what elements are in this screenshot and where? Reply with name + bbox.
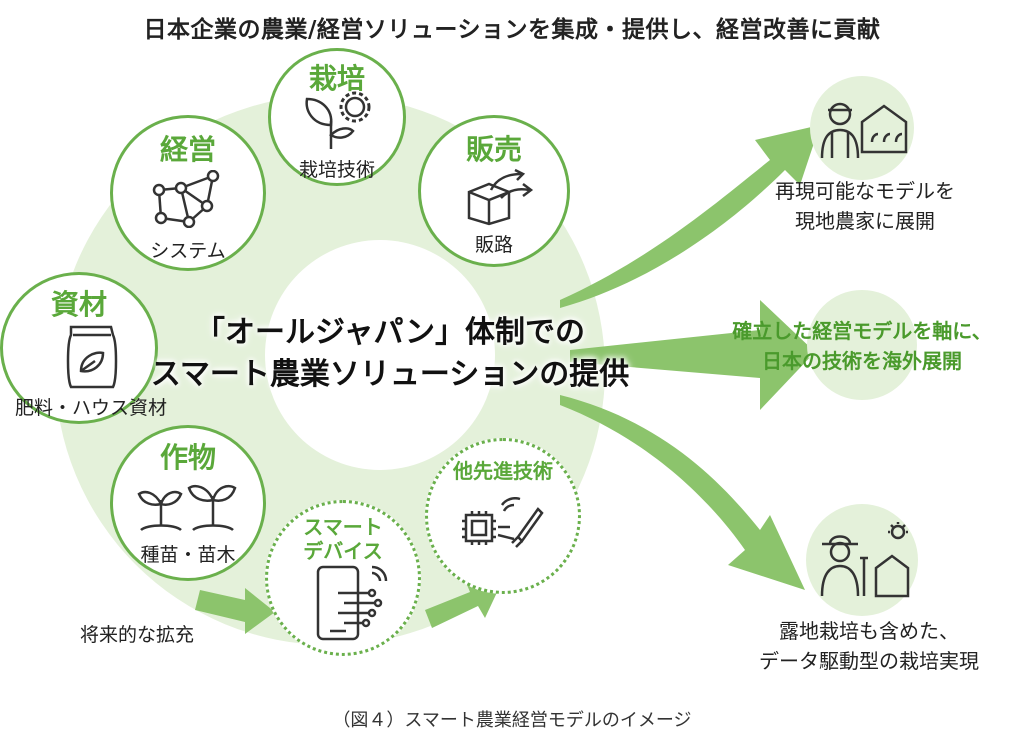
box-arrow-icon <box>467 168 534 226</box>
node-crops: 作物 種苗・苗木 <box>110 425 266 581</box>
node-other-tech-title: 他先進技術 <box>453 459 553 483</box>
figure-caption: （図４）スマート農業経営モデルのイメージ <box>332 710 692 731</box>
node-sales-sub: 販路 <box>474 234 513 256</box>
arrow-upper <box>560 125 820 308</box>
outcome-1: 再現可能なモデルを 現地農家に展開 <box>740 176 990 236</box>
node-materials-title: 資材 <box>50 288 107 321</box>
smartphone-circuit-icon <box>316 565 388 641</box>
outcome-1-line1: 再現可能なモデルを <box>775 179 955 203</box>
center-line2: スマート農業ソリューションの提供 <box>150 357 630 392</box>
node-management: 経営 システム <box>110 115 266 271</box>
outcome-3-line1: 露地栽培も含めた、 <box>779 619 959 643</box>
node-other-tech: 他先進技術 <box>425 438 581 594</box>
plant-gear-icon <box>305 91 371 149</box>
center-line1: 「オールジャパン」体制での <box>195 315 585 350</box>
node-management-title: 経営 <box>159 133 216 166</box>
arrow-lower <box>560 395 805 590</box>
node-cultivation-title: 栽培 <box>308 62 365 95</box>
diagram-title: 日本企業の農業/経営ソリューションを集成・提供し、経営改善に貢献 <box>143 17 881 43</box>
center-message: 「オールジャパン」体制での スマート農業ソリューションの提供 <box>130 312 650 396</box>
node-smart-device-title2: デバイス <box>303 539 383 563</box>
future-label: 将来的な拡充 <box>80 624 195 646</box>
outcome-2-line1: 確立した経営モデルを軸に、 <box>732 319 992 343</box>
node-materials-sub: 肥料・ハウス資材 <box>15 397 168 419</box>
arrow-middle <box>570 300 815 410</box>
node-sales-title: 販売 <box>465 133 522 166</box>
outcome-icon-circle-2 <box>807 290 917 400</box>
outcome-2-line2: 日本の技術を海外展開 <box>762 349 962 373</box>
center-white-circle <box>265 240 495 470</box>
farmer-greenhouse-icon <box>820 102 908 159</box>
node-sales: 販売 販路 <box>418 115 570 267</box>
farmer-field-icon <box>820 522 910 598</box>
node-cultivation: 栽培 栽培技術 <box>268 48 406 186</box>
node-crops-sub: 種苗・苗木 <box>140 544 236 566</box>
node-cultivation-sub: 栽培技術 <box>298 159 375 181</box>
node-smart-device-title1: スマート <box>303 515 383 539</box>
node-management-sub: システム <box>150 240 226 262</box>
network-icon <box>152 170 220 228</box>
chip-rocket-icon <box>462 497 544 548</box>
outcome-1-line2: 現地農家に展開 <box>795 209 935 233</box>
fertilizer-bag-icon <box>66 325 118 389</box>
node-materials: 資材 肥料・ハウス資材 <box>0 272 167 424</box>
arrow-future-1 <box>195 588 275 634</box>
arrow-future-2 <box>425 580 500 628</box>
seedling-icon <box>137 484 237 532</box>
outcome-2: 確立した経営モデルを軸に、 日本の技術を海外展開 <box>712 316 1012 376</box>
node-crops-title: 作物 <box>159 441 216 474</box>
outcome-3-line2: データ駆動型の栽培実現 <box>759 649 979 673</box>
node-smart-device: スマート デバイス <box>265 500 421 656</box>
outcome-3: 露地栽培も含めた、 データ駆動型の栽培実現 <box>724 616 1014 676</box>
